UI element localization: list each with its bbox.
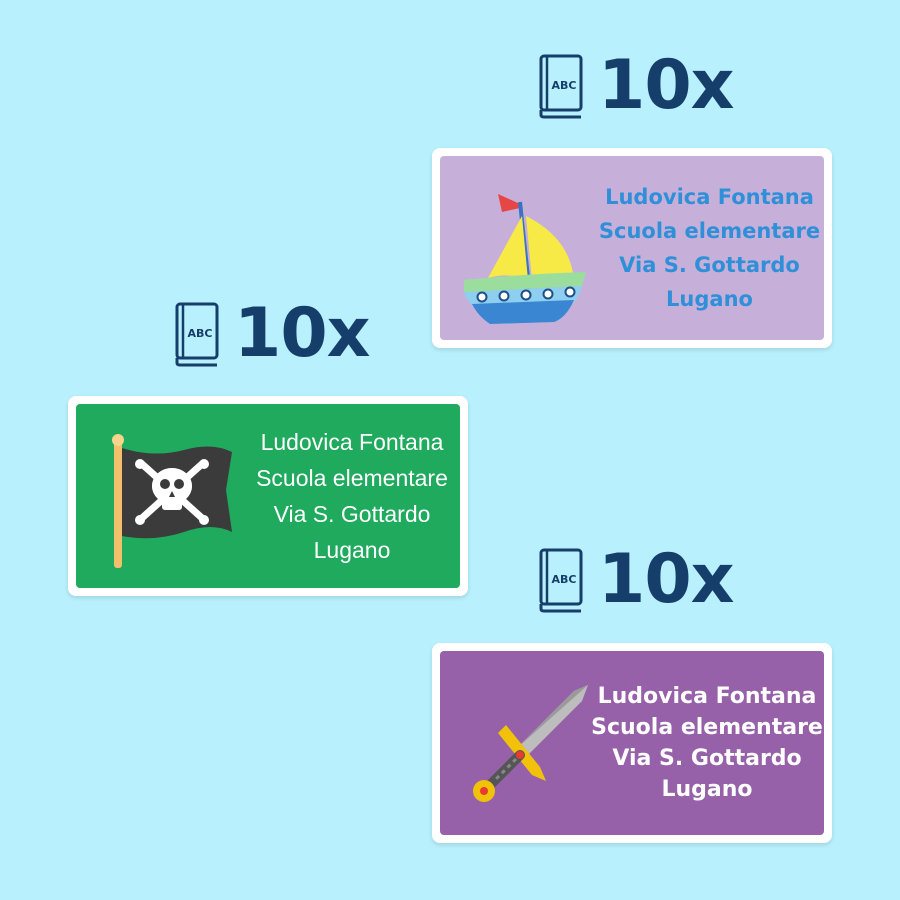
quantity-indicator-sword: ABC 10x: [538, 546, 734, 614]
label-school: Scuola elementare: [256, 465, 448, 491]
quantity-count: 10x: [234, 294, 370, 373]
name-label-boat[interactable]: Ludovica Fontana Scuola elementare Via S…: [432, 148, 832, 348]
quantity-count: 10x: [598, 540, 734, 619]
pirate-flag-icon: [112, 434, 232, 568]
label-city: Lugano: [313, 537, 391, 563]
label-name: Ludovica Fontana: [605, 185, 814, 209]
label-school: Scuola elementare: [598, 219, 821, 243]
label-text: Ludovica Fontana Scuola elementare Via S…: [595, 156, 824, 340]
label-school: Scuola elementare: [591, 715, 823, 740]
label-text: Ludovica Fontana Scuola elementare Via S…: [590, 651, 824, 835]
sailboat-icon: [464, 194, 586, 324]
label-name: Ludovica Fontana: [597, 684, 817, 709]
abc-book-icon: ABC: [539, 548, 583, 613]
label-text: Ludovica Fontana Scuola elementare Via S…: [244, 404, 460, 588]
label-street: Via S. Gottardo: [273, 501, 431, 527]
svg-text:ABC: ABC: [552, 573, 577, 586]
quantity-indicator-pirate: ABC 10x: [174, 300, 370, 368]
quantity-count: 10x: [598, 46, 734, 125]
label-name: Ludovica Fontana: [260, 429, 444, 455]
name-label-sword[interactable]: Ludovica Fontana Scuola elementare Via S…: [432, 643, 832, 843]
label-city: Lugano: [666, 287, 753, 311]
name-label-pirate[interactable]: Ludovica Fontana Scuola elementare Via S…: [68, 396, 468, 596]
abc-book-icon: ABC: [539, 54, 583, 119]
svg-text:ABC: ABC: [552, 79, 577, 92]
sword-icon: [473, 685, 588, 802]
label-city: Lugano: [661, 777, 753, 802]
abc-book-icon: ABC: [175, 302, 219, 367]
label-street: Via S. Gottardo: [619, 253, 800, 277]
svg-text:ABC: ABC: [188, 327, 213, 340]
label-street: Via S. Gottardo: [612, 746, 802, 771]
quantity-indicator-boat: ABC 10x: [538, 52, 734, 120]
